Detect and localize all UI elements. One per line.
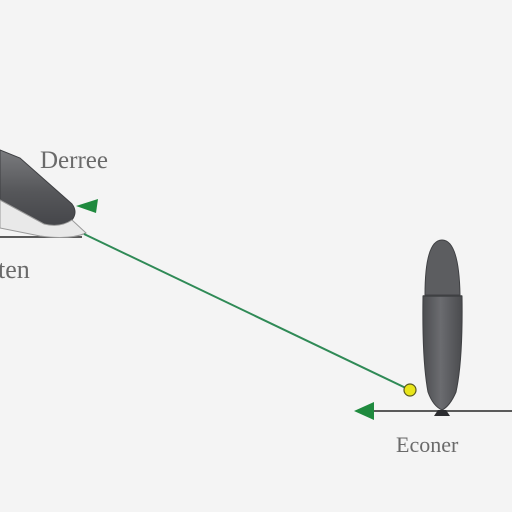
left-arrowhead-icon: [76, 199, 98, 213]
label-bottom-right: Econer: [396, 432, 459, 457]
connection-line: [84, 234, 410, 390]
bullet-shaped-object-icon: [423, 240, 462, 416]
label-middle-left: ten: [0, 255, 30, 284]
yellow-dot-icon: [404, 384, 416, 396]
right-arrowhead-icon: [354, 402, 374, 420]
label-top-left: Derree: [40, 147, 108, 174]
